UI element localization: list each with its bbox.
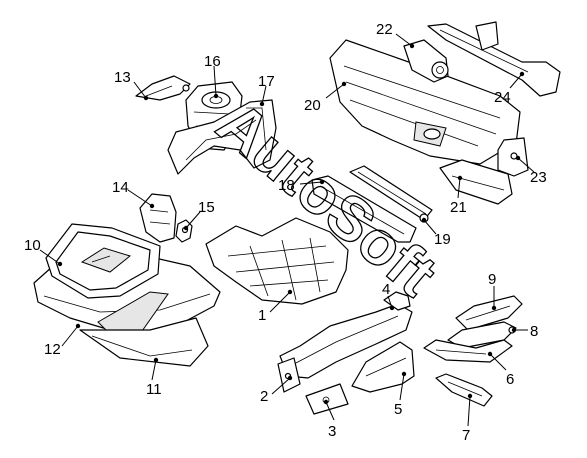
callout-10: 10 [24, 237, 41, 254]
plate-3 [305, 383, 349, 415]
wheel-arch-panel-17 [167, 99, 277, 175]
callout-5: 5 [394, 401, 402, 418]
callout-19: 19 [434, 231, 451, 248]
callout-6: 6 [506, 371, 514, 388]
rail-piece-6 [423, 339, 513, 363]
floor-cover-panel [45, 223, 161, 299]
callout-2: 2 [260, 388, 268, 405]
leader-lines [39, 33, 535, 427]
extension-5 [351, 341, 415, 393]
bracket-23 [497, 137, 529, 177]
front-rail-4 [279, 291, 413, 379]
callout-7: 7 [462, 427, 470, 444]
callout-24: 24 [494, 89, 511, 106]
callout-labels: 1 2 3 4 5 6 7 8 9 10 11 12 13 14 15 16 1… [24, 21, 547, 444]
callout-8: 8 [530, 323, 538, 340]
callout-9: 9 [488, 271, 496, 288]
rail-piece-7 [435, 373, 493, 407]
callout-18: 18 [278, 177, 295, 194]
callout-13: 13 [114, 69, 131, 86]
callout-20: 20 [304, 97, 321, 114]
callout-12: 12 [44, 341, 61, 358]
bracket-13 [135, 75, 191, 101]
rear-floor-1 [205, 217, 349, 305]
callout-16: 16 [204, 53, 221, 70]
callout-23: 23 [530, 169, 547, 186]
callout-3: 3 [328, 423, 336, 440]
wiper-linkage-24 [427, 21, 561, 97]
bracket-14 [139, 193, 177, 243]
callout-11: 11 [146, 381, 162, 398]
callout-4: 4 [382, 281, 390, 298]
callout-14: 14 [112, 179, 129, 196]
callout-1: 1 [258, 307, 266, 324]
callout-21: 21 [450, 199, 467, 216]
wiper-motor-22 [403, 39, 449, 83]
callout-15: 15 [198, 199, 215, 216]
callout-22: 22 [376, 21, 393, 38]
callout-17: 17 [258, 73, 275, 90]
cross-member-18-19 [311, 165, 433, 243]
